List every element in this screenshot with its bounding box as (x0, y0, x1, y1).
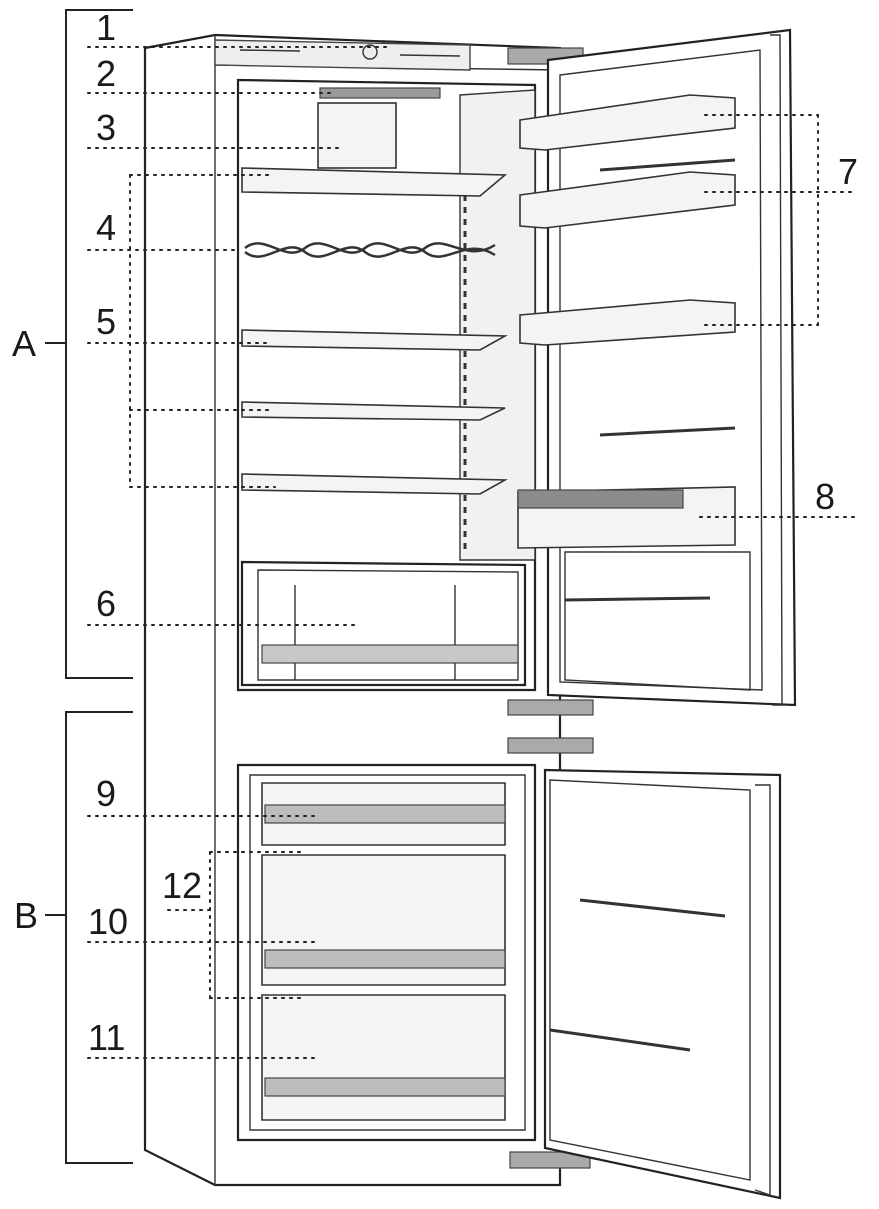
label-6: 6 (96, 583, 116, 624)
label-8: 8 (815, 476, 835, 517)
glass-shelf (241, 401, 506, 421)
label-11: 11 (88, 1017, 125, 1058)
fridge-door (517, 28, 797, 707)
drawer-handle (264, 804, 506, 824)
label-3: 3 (96, 107, 116, 148)
callout-labels: 1 2 3 4 5 6 7 8 9 10 11 12 A B (12, 7, 858, 1058)
door-balcony (519, 299, 736, 346)
freezer-door (543, 768, 782, 1200)
label-10: 10 (88, 901, 128, 942)
drawer-handle (264, 949, 506, 969)
leader-lines (87, 46, 856, 1059)
label-5: 5 (96, 301, 116, 342)
label-9: 9 (96, 773, 116, 814)
ventilation-panel (317, 102, 397, 169)
label-1: 1 (96, 7, 116, 48)
label-12: 12 (162, 865, 202, 906)
zone-label-b: B (14, 895, 38, 936)
bottle-shelf-rim (517, 489, 684, 509)
door-balcony (519, 171, 736, 229)
glass-shelf (241, 473, 508, 495)
fridge-compartment (236, 78, 537, 692)
freezer-compartment (236, 763, 537, 1142)
crisper-drawer (240, 560, 527, 687)
drawer-handle (264, 1077, 506, 1097)
bottle-rack (244, 242, 496, 254)
crisper-handle (261, 644, 519, 664)
control-knob (362, 44, 378, 60)
zone-label-a: A (12, 323, 36, 364)
label-4: 4 (96, 207, 116, 248)
control-panel (214, 39, 471, 71)
interior-light (319, 87, 441, 99)
glass-shelf (241, 329, 508, 351)
zone-brackets (45, 9, 133, 1164)
glass-shelf (241, 167, 508, 197)
door-balcony (519, 94, 736, 151)
label-7: 7 (838, 151, 858, 192)
label-2: 2 (96, 53, 116, 94)
